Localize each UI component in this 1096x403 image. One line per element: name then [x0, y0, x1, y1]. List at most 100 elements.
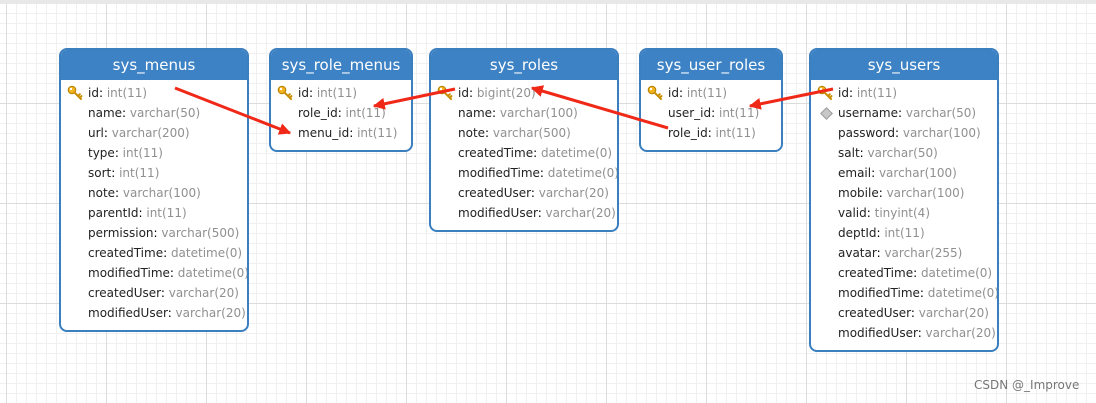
- field-name: id: [838, 86, 849, 100]
- field-type: int(11): [106, 86, 148, 100]
- field-list: id: int(11)username: varchar(50)password…: [811, 80, 997, 343]
- field-row-name[interactable]: name: varchar(50): [88, 106, 201, 120]
- field-row-id[interactable]: id: int(11): [641, 83, 781, 103]
- field-type: int(11): [686, 86, 728, 100]
- field-row-modifiedtime[interactable]: modifiedTime: datetime(0): [458, 166, 619, 180]
- field-row-createduser[interactable]: createdUser: varchar(20): [88, 286, 239, 300]
- field-name: username: [838, 106, 898, 120]
- field-row-role-id[interactable]: role_id: int(11): [668, 126, 756, 140]
- field-row-id[interactable]: id: int(11): [271, 83, 411, 103]
- field-name: password: [838, 126, 895, 140]
- field-list: id: int(11)user_id: int(11)role_id: int(…: [641, 80, 781, 143]
- field-list: id: bigint(20)name: varchar(100)note: va…: [431, 80, 617, 223]
- field-name: note: [458, 126, 486, 140]
- field-type: int(11): [146, 206, 187, 220]
- field-type: varchar(500): [492, 126, 571, 140]
- field-row-parentid[interactable]: parentId: int(11): [88, 206, 187, 220]
- field-row-menu-id[interactable]: menu_id: int(11): [298, 126, 398, 140]
- field-type: int(11): [357, 126, 398, 140]
- field-row-url[interactable]: url: varchar(200): [88, 126, 190, 140]
- field-name: createdTime: [838, 266, 914, 280]
- field-row-username[interactable]: username: varchar(50): [811, 103, 997, 123]
- field-row-note[interactable]: note: varchar(100): [88, 186, 201, 200]
- field-name: salt: [838, 146, 860, 160]
- field-row-modifieduser[interactable]: modifiedUser: varchar(20): [838, 326, 996, 340]
- field-row-name[interactable]: name: varchar(100): [458, 106, 578, 120]
- field-name: role_id: [668, 126, 708, 140]
- arrow-user-roles-to-roles: [530, 85, 669, 130]
- field-name: note: [88, 186, 116, 200]
- field-row-createdtime[interactable]: createdTime: datetime(0): [458, 146, 613, 160]
- field-row-mobile[interactable]: mobile: varchar(100): [838, 186, 965, 200]
- field-type: varchar(20): [918, 306, 989, 320]
- field-type: varchar(500): [161, 226, 240, 240]
- field-name: name: [88, 106, 123, 120]
- field-name: avatar: [838, 246, 877, 260]
- field-name: modifiedUser: [88, 306, 168, 320]
- field-type: int(11): [856, 86, 898, 100]
- field-row-createduser[interactable]: createdUser: varchar(20): [458, 186, 609, 200]
- field-type: datetime(0): [920, 266, 993, 280]
- field-type: varchar(100): [499, 106, 578, 120]
- field-row-avatar[interactable]: avatar: varchar(255): [838, 246, 963, 260]
- field-name: user_id: [668, 106, 712, 120]
- top-divider: [0, 0, 1096, 4]
- field-type: varchar(20): [168, 286, 239, 300]
- field-row-note[interactable]: note: varchar(500): [458, 126, 571, 140]
- field-name: valid: [838, 206, 867, 220]
- field-name: modifiedTime: [838, 286, 920, 300]
- field-row-modifiedtime[interactable]: modifiedTime: datetime(0): [838, 286, 999, 300]
- table-sys-users[interactable]: sys_users id: int(11)username: varchar(5…: [809, 48, 999, 352]
- field-type: datetime(0): [927, 286, 999, 300]
- field-type: int(11): [715, 126, 756, 140]
- table-sys-menus[interactable]: sys_menus id: int(11) name: varchar(50) ur…: [59, 48, 249, 332]
- field-row-modifiedtime[interactable]: modifiedTime: datetime(0): [88, 266, 249, 280]
- field-row-createduser[interactable]: createdUser: varchar(20): [838, 306, 989, 320]
- field-name: permission: [88, 226, 154, 240]
- table-title: sys_menus: [61, 50, 247, 80]
- field-type: datetime(0): [177, 266, 249, 280]
- field-row-type[interactable]: type: int(11): [88, 146, 163, 160]
- watermark: CSDN @_Improve: [974, 378, 1080, 392]
- field-type: datetime(0): [540, 146, 613, 160]
- field-row-permission[interactable]: permission: varchar(500): [88, 226, 240, 240]
- table-title: sys_role_menus: [271, 50, 411, 80]
- field-row-createdtime[interactable]: createdTime: datetime(0): [838, 266, 993, 280]
- field-name: createdTime: [458, 146, 534, 160]
- field-row-valid[interactable]: valid: tinyint(4): [838, 206, 930, 220]
- field-row-id[interactable]: id: int(11): [61, 83, 247, 103]
- field-type: int(11): [122, 146, 163, 160]
- field-type: varchar(200): [111, 126, 190, 140]
- field-name: createdUser: [838, 306, 911, 320]
- field-type: varchar(50): [867, 146, 938, 160]
- field-row-password[interactable]: password: varchar(100): [838, 126, 981, 140]
- field-name: parentId: [88, 206, 139, 220]
- field-row-createdtime[interactable]: createdTime: datetime(0): [88, 246, 243, 260]
- field-type: varchar(50): [129, 106, 201, 120]
- arrow-users-to-user-roles: [748, 87, 834, 110]
- field-row-email[interactable]: email: varchar(100): [838, 166, 957, 180]
- field-row-salt[interactable]: salt: varchar(50): [838, 146, 938, 160]
- arrow-menus-to-role-menus: [174, 86, 292, 135]
- field-type: tinyint(4): [874, 206, 930, 220]
- field-row-sort[interactable]: sort: int(11): [88, 166, 160, 180]
- field-name: id: [298, 86, 309, 100]
- field-type: datetime(0): [547, 166, 619, 180]
- table-sys-role-menus[interactable]: sys_role_menus id: int(11)role_id: int(1…: [269, 48, 413, 152]
- field-name: role_id: [298, 106, 338, 120]
- table-sys-roles[interactable]: sys_roles id: bigint(20)name: varchar(10…: [429, 48, 619, 232]
- field-type: varchar(20): [925, 326, 996, 340]
- field-row-modifieduser[interactable]: modifiedUser: varchar(20): [458, 206, 616, 220]
- field-row-deptid[interactable]: deptId: int(11): [838, 226, 925, 240]
- field-type: bigint(20): [476, 86, 536, 100]
- field-name: id: [88, 86, 99, 100]
- field-name: modifiedUser: [458, 206, 538, 220]
- field-name: name: [458, 106, 493, 120]
- primary-key-icon: [647, 85, 663, 101]
- field-type: varchar(100): [122, 186, 201, 200]
- field-list: id: int(11) name: varchar(50) url: varchar…: [61, 80, 247, 323]
- field-row-modifieduser[interactable]: modifiedUser: varchar(20): [88, 306, 246, 320]
- field-type: varchar(20): [175, 306, 246, 320]
- field-type: datetime(0): [170, 246, 243, 260]
- table-title: sys_user_roles: [641, 50, 781, 80]
